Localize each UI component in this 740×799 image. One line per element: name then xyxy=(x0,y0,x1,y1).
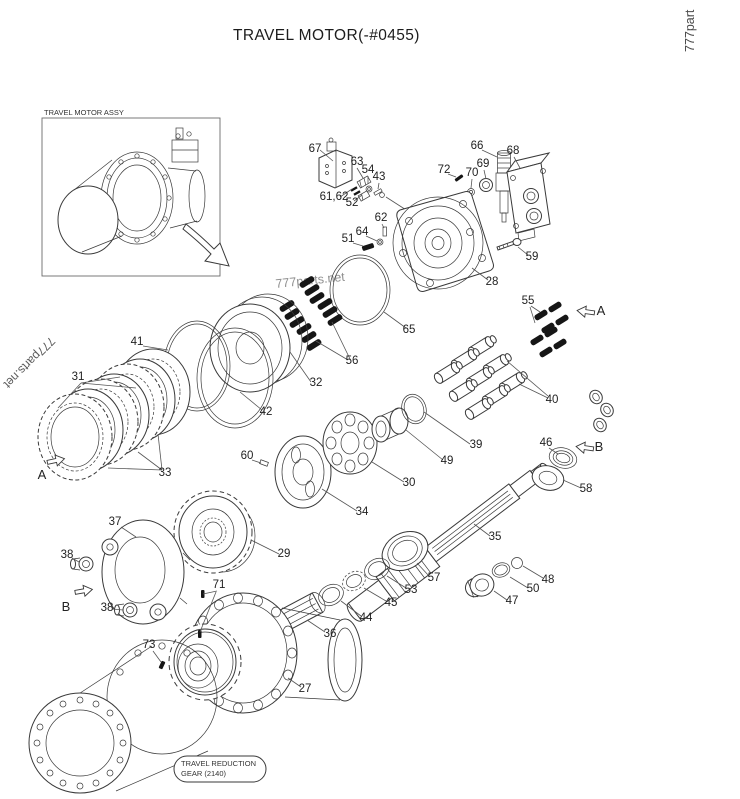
callout-59: 59 xyxy=(526,251,539,263)
part-40-pistons xyxy=(433,335,614,433)
callout-31: 31 xyxy=(72,371,85,383)
part-29-coupling-gear xyxy=(173,490,256,574)
callout-30: 30 xyxy=(403,477,416,489)
callout-64: 64 xyxy=(356,226,369,238)
direction-label-b-left: B xyxy=(62,599,71,614)
part-47-plug xyxy=(464,573,495,598)
callout-35: 35 xyxy=(489,531,502,543)
part-57-roller-bearing xyxy=(381,531,429,571)
inset-travel-motor-assy: TRAVEL MOTOR ASSY xyxy=(41,108,230,277)
parts-31-33-friction-plates xyxy=(37,348,191,481)
part-34-valve-plate xyxy=(274,435,332,509)
callout-33: 33 xyxy=(159,467,172,479)
part-60-pin xyxy=(259,459,269,467)
callout-63: 63 xyxy=(351,156,364,168)
callout-39: 39 xyxy=(470,439,483,451)
callout-51: 51 xyxy=(342,233,355,245)
callout-32: 32 xyxy=(310,377,323,389)
parts-62-64-51-small-items xyxy=(361,226,387,251)
page-title: TRAVEL MOTOR(-#0455) xyxy=(233,27,420,44)
part-42-ring xyxy=(196,327,274,429)
callout-55: 55 xyxy=(522,295,535,307)
callout-41: 41 xyxy=(131,336,144,348)
callout-54: 54 xyxy=(362,164,375,176)
part-53-ring xyxy=(364,557,390,581)
callout-72: 72 xyxy=(438,164,451,176)
callout-52: 52 xyxy=(346,197,359,209)
callout-29: 29 xyxy=(278,548,291,560)
callout-60: 60 xyxy=(241,450,254,462)
callout-28: 28 xyxy=(486,276,499,288)
callout-47: 47 xyxy=(506,595,519,607)
callout-43: 43 xyxy=(373,171,386,183)
inset-motor-drawing xyxy=(57,127,206,255)
inset-direction-arrow xyxy=(182,223,230,267)
part-50-o-ring xyxy=(491,562,511,578)
leader-lines xyxy=(57,149,582,688)
part-58-bearing xyxy=(531,465,565,491)
part-27-hub-assembly xyxy=(168,592,363,714)
callout-53: 53 xyxy=(405,584,418,596)
part-59-bolt xyxy=(496,238,522,251)
callout-50: 50 xyxy=(527,583,540,595)
callout-61-62: 61,62 xyxy=(320,191,349,203)
note-line2: GEAR (2140) xyxy=(181,769,227,778)
part-37-holder xyxy=(101,519,191,625)
part-32-cylinder-block xyxy=(209,293,309,393)
callout-71: 71 xyxy=(213,579,226,591)
part-67-solenoid-valve xyxy=(318,137,353,189)
part-69-nut xyxy=(479,178,493,192)
callout-69: 69 xyxy=(477,158,490,170)
part-68-valve-block xyxy=(505,152,551,242)
callout-68: 68 xyxy=(507,145,520,157)
callout-44: 44 xyxy=(360,612,373,624)
callout-62: 62 xyxy=(375,212,388,224)
direction-label-b-right: B xyxy=(595,439,604,454)
direction-label-a-right: A xyxy=(597,303,606,318)
part-72-screw xyxy=(454,174,464,182)
callout-38-lower: 38 xyxy=(101,602,114,614)
note-line1: TRAVEL REDUCTION xyxy=(181,759,256,768)
callout-65: 65 xyxy=(403,324,416,336)
callout-labels: 67 63 54 43 61,62 52 72 70 69 66 68 59 2… xyxy=(38,140,606,695)
part-46-seal xyxy=(548,447,578,469)
callout-70: 70 xyxy=(466,167,479,179)
part-48-ball xyxy=(511,557,523,569)
part-30-retainer-plate xyxy=(322,411,378,475)
callout-56: 56 xyxy=(346,355,359,367)
part-71-screws xyxy=(198,590,205,638)
callout-66: 66 xyxy=(471,140,484,152)
part-65-o-ring xyxy=(329,254,391,326)
callout-45: 45 xyxy=(385,597,398,609)
part-35-drive-shaft xyxy=(346,462,550,622)
part-45-snap-ring xyxy=(342,570,366,592)
part-73-screw xyxy=(158,660,166,670)
part-39-o-ring xyxy=(401,393,427,425)
callout-40: 40 xyxy=(546,394,559,406)
callout-36: 36 xyxy=(324,628,337,640)
callout-67: 67 xyxy=(309,143,322,155)
callout-58: 58 xyxy=(580,483,593,495)
inset-label: TRAVEL MOTOR ASSY xyxy=(44,108,124,117)
callout-57: 57 xyxy=(428,572,441,584)
part-28-motor-housing xyxy=(392,191,494,292)
callout-34: 34 xyxy=(356,506,369,518)
callout-27: 27 xyxy=(299,683,312,695)
travel-reduction-drum xyxy=(28,639,218,794)
callout-38-upper: 38 xyxy=(61,549,74,561)
direction-label-a-left: A xyxy=(38,467,47,482)
callout-49: 49 xyxy=(441,455,454,467)
callout-46: 46 xyxy=(540,437,553,449)
part-38-roller-lower xyxy=(114,602,138,618)
callout-48: 48 xyxy=(542,574,555,586)
callout-73: 73 xyxy=(143,639,156,651)
part-55-springs xyxy=(530,301,569,358)
callout-37: 37 xyxy=(109,516,122,528)
note-travel-reduction-gear: TRAVEL REDUCTION GEAR (2140) xyxy=(173,755,267,783)
callout-42: 42 xyxy=(260,406,273,418)
